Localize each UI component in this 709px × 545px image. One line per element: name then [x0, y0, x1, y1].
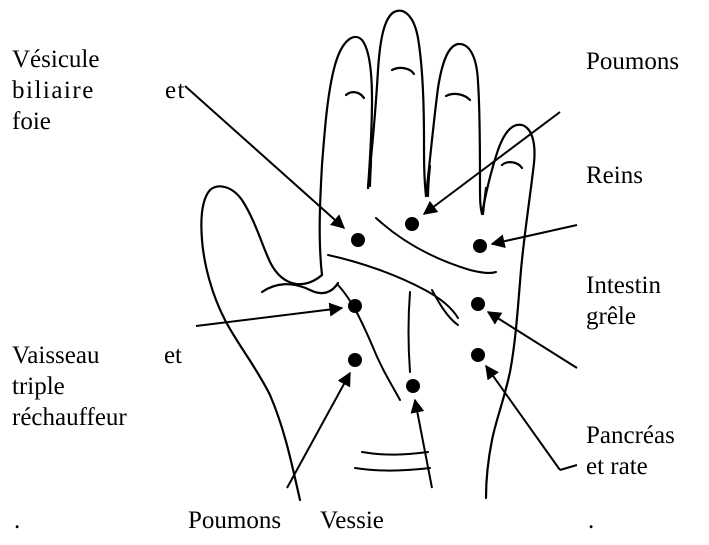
palm-lines: [328, 218, 496, 471]
hand-outline: [201, 11, 534, 500]
label-dot-left-text: .: [14, 505, 20, 536]
fate-line: [409, 292, 411, 372]
label-reins-text: Reins: [586, 160, 643, 191]
label-poumons-top-text: Poumons: [586, 46, 679, 77]
label-intestin-line1: Intestin: [586, 270, 661, 301]
label-vaisseau-triple-rechauffeur: Vaisseau et triple réchauffeur: [12, 340, 182, 433]
acupoints: [348, 217, 487, 393]
point-pancreas: [471, 348, 485, 362]
finger-crease-2: [392, 68, 414, 74]
label-pancreas-rate: Pancréas et rate: [586, 420, 675, 482]
finger-crease-3: [446, 94, 470, 100]
life-line: [338, 285, 400, 400]
label-vaisseau-line2: triple: [12, 371, 182, 402]
label-dot-right-text: .: [588, 505, 594, 536]
middle-finger-outline: [368, 11, 426, 196]
little-finger-outline: [482, 125, 535, 498]
label-vessie-text: Vessie: [320, 505, 384, 536]
point-vaisseau: [348, 299, 362, 313]
label-vesicule-biliaire-foie: Vésicule biliaire et foie: [12, 44, 186, 137]
label-dot-left: .: [14, 505, 20, 536]
label-poumons-bottom: Poumons: [188, 505, 281, 536]
point-vesicule-foie: [351, 233, 365, 247]
thumb-outline: [201, 186, 322, 500]
head-line: [328, 255, 458, 318]
wrist-line-1: [362, 452, 428, 455]
label-dot-right: .: [588, 505, 594, 536]
label-poumons-bottom-text: Poumons: [188, 505, 281, 536]
label-vesicule-word-biliaire: biliaire: [12, 75, 95, 106]
label-pancreas-line2: et rate: [586, 451, 675, 482]
label-vesicule-line2: biliaire et: [12, 75, 186, 106]
label-intestin-grele: Intestin grêle: [586, 270, 661, 332]
finger-crease-4: [502, 162, 522, 168]
label-reins: Reins: [586, 160, 643, 191]
point-poumons-bottom: [348, 353, 362, 367]
arrow-vaisseau: [196, 308, 342, 326]
label-intestin-line2: grêle: [586, 301, 661, 332]
label-vaisseau-word-et: et: [164, 340, 182, 371]
arrow-pancreas: [486, 366, 577, 470]
label-vesicule-line3: foie: [12, 106, 186, 137]
point-poumons-top: [405, 217, 419, 231]
label-vaisseau-line1: Vaisseau et: [12, 340, 182, 371]
arrow-intestin: [488, 312, 577, 368]
label-vesicule-line1: Vésicule: [12, 44, 186, 75]
label-vaisseau-line3: réchauffeur: [12, 402, 182, 433]
arrow-poumons-bottom: [287, 373, 350, 488]
finger-crease-1: [346, 92, 364, 98]
arrow-poumons-top: [424, 112, 560, 214]
label-pancreas-line1: Pancréas: [586, 420, 675, 451]
label-vesicule-word-et: et: [165, 75, 186, 106]
arrow-reins: [492, 225, 577, 244]
leader-arrows: [185, 86, 577, 488]
label-poumons-top: Poumons: [586, 46, 679, 77]
palm-crease: [432, 290, 458, 325]
label-vessie: Vessie: [320, 505, 384, 536]
arrow-vessie: [415, 400, 432, 488]
point-vessie: [406, 379, 420, 393]
wrist-line-2: [355, 468, 430, 471]
ring-finger-outline: [426, 44, 482, 214]
finger-gap-1: [370, 160, 371, 186]
label-vaisseau-word-vaisseau: Vaisseau: [12, 340, 99, 371]
arrow-vesicule: [185, 86, 344, 228]
point-reins: [473, 239, 487, 253]
point-intestin: [471, 297, 485, 311]
